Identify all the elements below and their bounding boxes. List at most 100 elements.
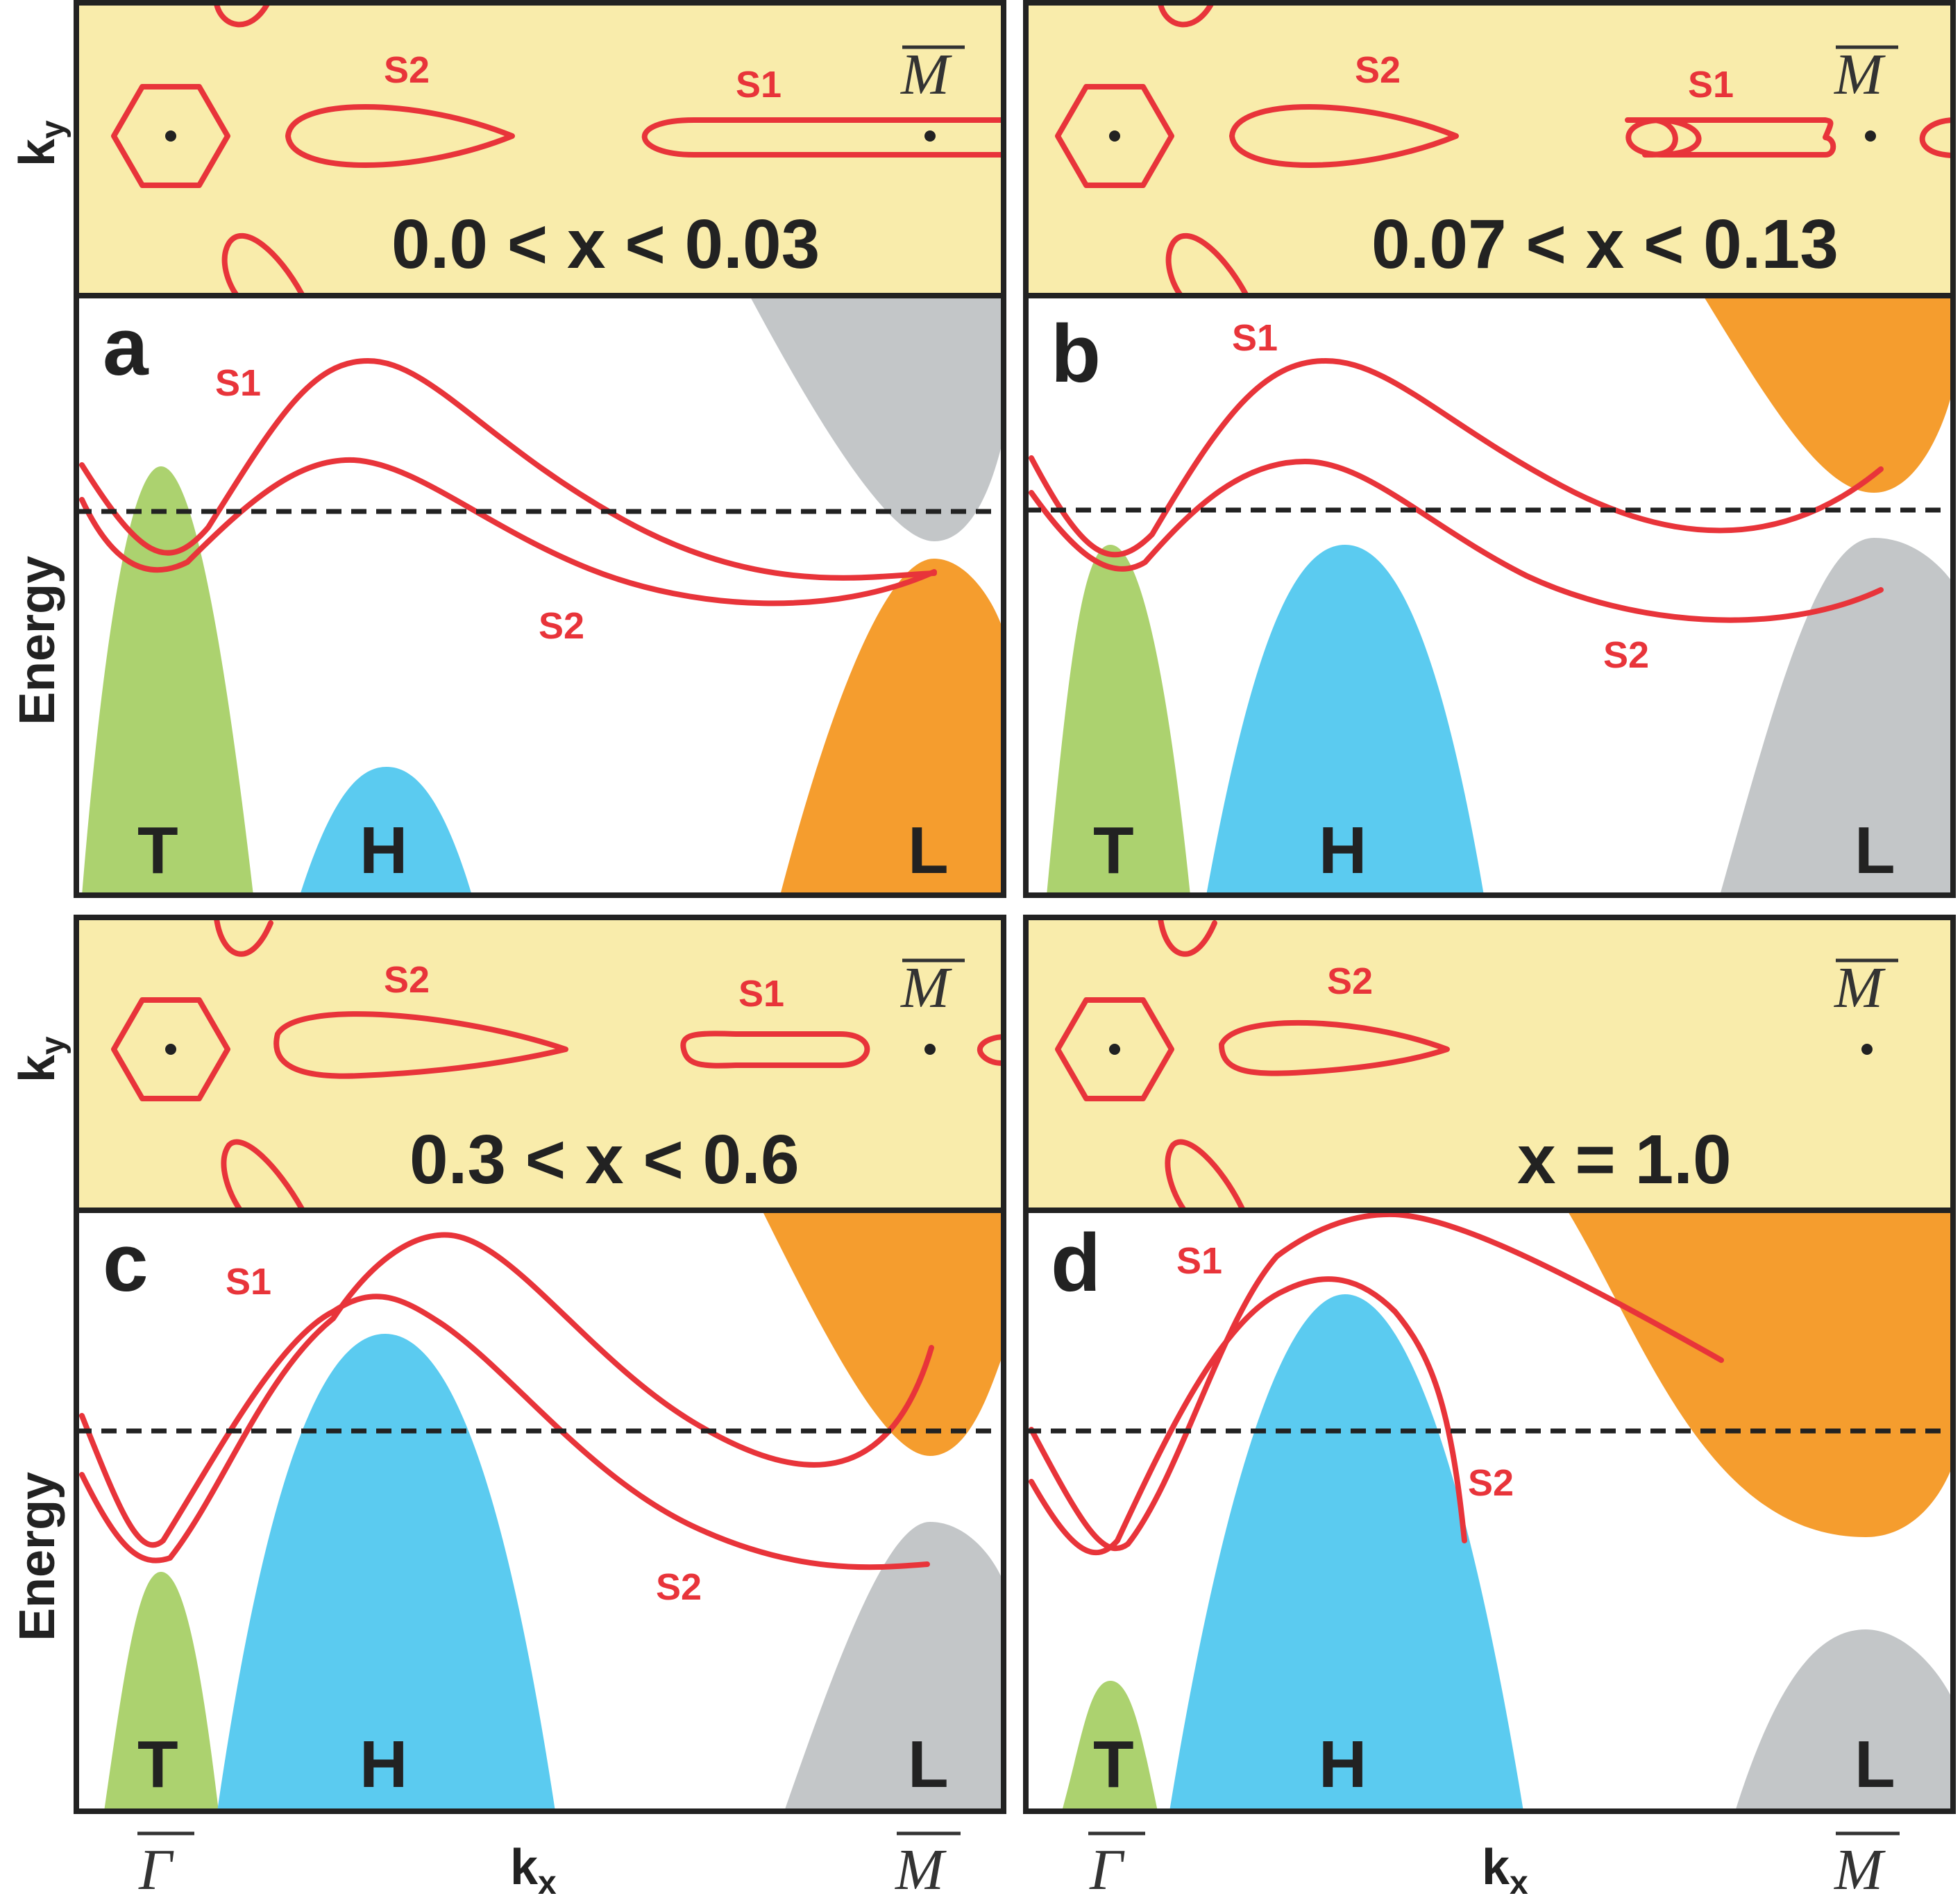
s2-neighbor-bottom-c [221,1139,305,1212]
s2-neighbor-bottom-a [221,232,305,297]
s2-label-top-c: S2 [384,959,430,1001]
s1-branch-c [79,1232,934,1564]
s1-label-energy-d: S1 [1176,1240,1222,1282]
gamma-point-c [165,1044,176,1055]
gamma-point-d [1109,1044,1120,1055]
band-L-b [1720,538,1953,895]
gamma-hexagon-d [1055,997,1174,1101]
band-gray-a [750,296,1004,541]
s2-pocket-a [285,104,515,168]
s2-branch-b [1029,459,1884,623]
range-label-a: 0.0 < x < 0.03 [391,205,820,283]
band-L-c [784,1522,1004,1811]
band-L-label-c: L [908,1727,949,1802]
m-bar-label-d: M [1834,956,1886,1020]
range-label-d: x = 1.0 [1517,1121,1732,1198]
frame-bottom-a [74,293,1006,898]
frame-bottom-d [1023,1208,1956,1814]
s1-label-energy-a: S1 [215,362,261,404]
band-T-a [82,466,253,895]
range-label-c: 0.3 < x < 0.6 [409,1121,800,1198]
gamma-bar-left: Γ [138,1838,174,1898]
m-bar-label-b: M [1834,42,1886,107]
panel-d: S2 M x = 1.0 d S1 S2 T H L [1023,915,1956,1814]
s2-neighbor-bottom-b [1165,232,1249,297]
panel-letter-c: c [103,1217,149,1309]
s1-right-edge-c [977,1034,1006,1066]
band-T-d [1062,1681,1158,1811]
s2-neighbor-top-b [1158,1,1214,28]
s1-label-top-a: S1 [736,64,782,105]
band-L-d [1735,1629,1953,1811]
m-bar-label-a: M [900,42,952,107]
band-L-label-b: L [1855,813,1895,888]
m-bar-label-c: M [900,956,952,1020]
fermi-surface-bg-d [1026,917,1953,1210]
ky-label-bottom: ky [10,1036,71,1083]
s2-branch-a [79,457,937,607]
s2-neighbor-top-c [214,916,273,957]
s2-neighbor-bottom-d [1165,1139,1245,1212]
panel-a: S2 S1 M 0.0 < x < 0.03 a S1 S2 T H L [74,0,1006,898]
kx-label-right: kx [1482,1840,1528,1898]
m-point-b [1865,130,1876,142]
s1-pocket-c [680,1031,870,1069]
panel-c: S2 S1 M 0.3 < x < 0.6 c S1 S2 T H L [74,915,1006,1814]
s1-right-edge-b [1919,117,1956,158]
band-L-label-a: L [908,813,949,888]
band-H-label-d: H [1319,1727,1367,1802]
gamma-point-a [165,130,176,142]
s2-neighbor-top-a [214,1,270,28]
band-T-b [1047,545,1190,895]
s1-label-top-c: S1 [738,973,784,1015]
s1-label-top-b: S1 [1688,64,1734,105]
gamma-hexagon-c [111,997,230,1101]
s1-pocket-a [641,117,1006,158]
s2-label-energy-d: S2 [1468,1462,1514,1504]
m-point-c [924,1044,936,1055]
energy-label-top: Energy [10,556,65,725]
band-T-label-a: T [137,813,178,888]
panel-letter-b: b [1051,308,1101,400]
m-point-d [1861,1044,1873,1055]
s1-branch-a [79,358,937,581]
s1-closed-b [1625,117,1836,158]
frame-bottom-c [74,1208,1006,1814]
band-H-b [1206,545,1484,895]
gamma-hexagon-b [1055,84,1174,188]
kx-label-left: kx [510,1840,557,1898]
gamma-hexagon-a [111,84,230,188]
band-orange-d [1567,1210,1953,1537]
s2-pocket-d [1219,1019,1450,1076]
fermi-surface-bg-b [1026,3,1953,296]
s2-pocket-b [1229,104,1459,168]
band-H-c [217,1334,555,1811]
s2-neighbor-top-d [1158,916,1217,957]
band-T-c [104,1572,219,1811]
band-H-label-b: H [1319,813,1367,888]
band-L-label-d: L [1855,1727,1895,1802]
fermi-surface-bg-a [76,3,1004,296]
band-orange-c [762,1210,1004,1456]
s2-branch-d [1029,1276,1467,1556]
s2-label-energy-c: S2 [656,1566,702,1608]
s1-label-energy-c: S1 [226,1261,271,1303]
s2-label-top-d: S2 [1327,960,1373,1002]
range-label-b: 0.07 < x < 0.13 [1371,205,1839,283]
frame-bottom-b [1023,293,1956,898]
gamma-bar-right: Γ [1089,1838,1125,1898]
ky-label-top: ky [10,120,71,167]
s2-label-energy-a: S2 [539,605,584,647]
band-T-label-b: T [1093,813,1134,888]
band-orange-b [1703,296,1953,493]
band-L-a [780,559,1004,895]
band-T-label-d: T [1093,1727,1134,1802]
s2-label-top-a: S2 [384,49,430,91]
s2-branch-c [79,1294,930,1570]
band-T-label-c: T [137,1727,178,1802]
m-bar-bottom-left: M [895,1838,947,1898]
s2-label-energy-b: S2 [1603,634,1649,676]
band-H-label-a: H [360,813,407,888]
s2-label-top-b: S2 [1355,49,1401,91]
